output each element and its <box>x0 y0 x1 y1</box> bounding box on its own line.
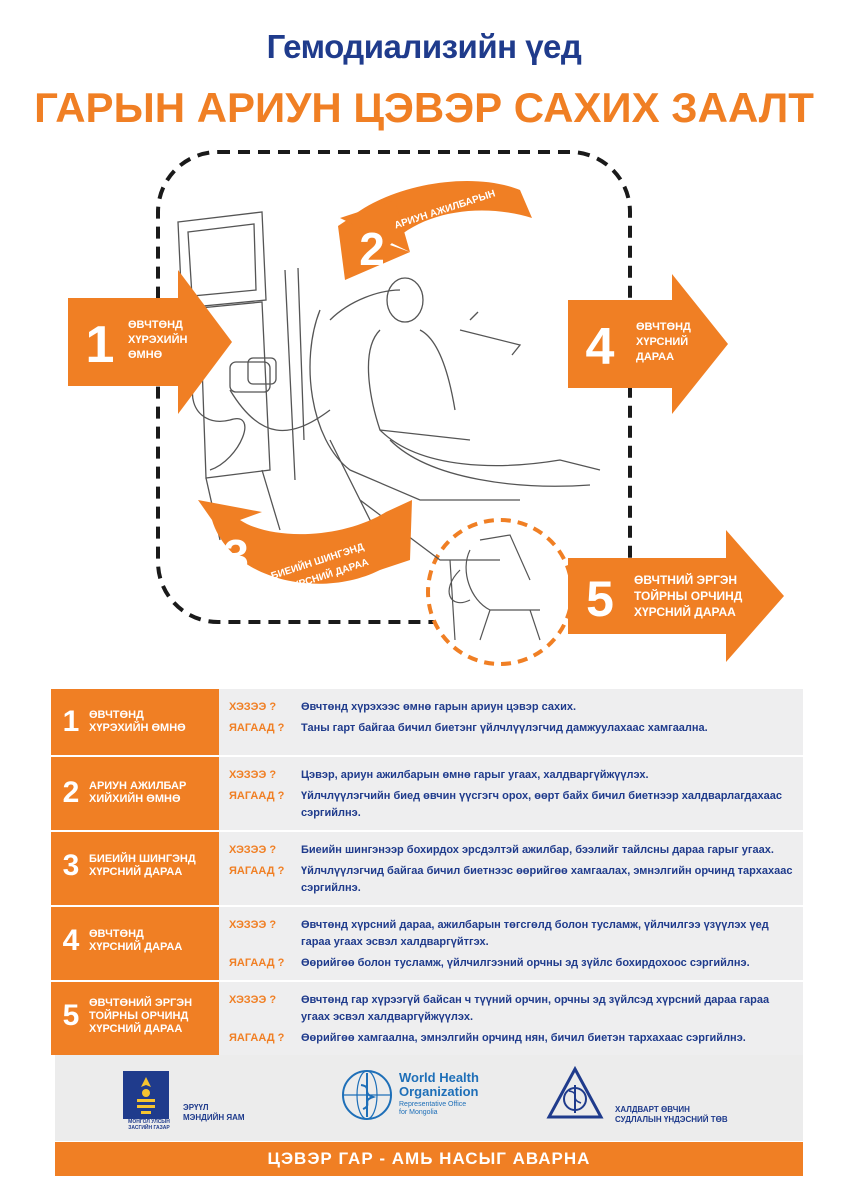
svg-text:ӨВЧТӨНД ХҮРЭХИЙН Ө: ӨВЧТӨНД ХҮРЭХИЙН ӨМНӨ <box>128 319 191 361</box>
arrow-4-line: ӨВЧТӨНД <box>636 321 691 333</box>
when-label: ХЭЗЭЭ ? <box>229 919 277 931</box>
why-text: Үйлчлүүлэгчийн биед өвчин үүсгэгч орох, … <box>301 790 782 819</box>
arrow-1-line: ӨМНӨ <box>128 349 163 361</box>
arrow-3-number: 3 <box>223 530 249 582</box>
poster-title: ГАРЫН АРИУН ЦЭВЭР САХИХ ЗААЛТ <box>34 84 814 131</box>
when-label: ХЭЗЭЭ ? <box>229 994 277 1006</box>
arrow-1-number: 1 <box>86 316 115 374</box>
arrow-1-line: ХҮРЭХИЙН <box>128 333 187 346</box>
why-label: ЯАГААД ? <box>229 722 285 734</box>
moment-arrow-3: 3 БИЕИЙН ШИНГЭНД ХҮРСНИЙ ДАРАА <box>198 500 412 594</box>
arrow-5-line: ХҮРСНИЙ ДАРАА <box>634 604 736 619</box>
hand-hygiene-illustration: 1 ӨВЧТӨНД ХҮРЭХИЙН ӨМНӨ 2 АРИУН АЖИЛБАРЫ… <box>68 150 784 666</box>
arrow-4-line: ДАРАА <box>636 351 674 363</box>
moment-number: 5 <box>62 999 80 1032</box>
moment-arrow-4: 4 ӨВЧТӨНД ХҮРСНИЙ ДАРАА <box>568 274 728 414</box>
moment-arrow-5: 5 ӨВЧТНИЙ ЭРГЭН ТОЙРНЫ ОРЧИНД ХҮРСНИЙ ДА… <box>568 530 784 662</box>
poster-subtitle: Гемодиализийн үед <box>266 28 582 65</box>
why-label: ЯАГААД ? <box>229 865 285 877</box>
ncid-triangle-emblem-icon <box>545 1065 605 1123</box>
why-text: Таны гарт байгаа бичил биетэнг үйлчлүүлэ… <box>301 722 708 734</box>
when-text: Цэвэр, ариун ажилбарын өмнө гарыг угаах,… <box>301 769 649 781</box>
empty-chair-sketch <box>448 534 541 641</box>
why-label: ЯАГААД ? <box>229 957 285 969</box>
svg-text:ӨВЧТӨНД ХҮРСНИЙ ДА: ӨВЧТӨНД ХҮРСНИЙ ДАРАА <box>636 321 694 363</box>
why-text: Өөрийгөө болон тусламж, үйлчилгээний орч… <box>301 957 750 969</box>
moment-description-cell: ХЭЗЭЭ ? Өвчтөнд гар хүрээгүй байсан ч түү… <box>219 981 803 1057</box>
when-text: Өвчтөнд хүрэхээс өмнө гарын ариун цэвэр … <box>301 701 577 713</box>
arrow-5-line: ӨВЧТНИЙ ЭРГЭН <box>634 572 737 587</box>
slogan-banner: ЦЭВЭР ГАР - АМЬ НАСЫГ АВАРНА <box>55 1142 803 1176</box>
moment-arrow-1: 1 ӨВЧТӨНД ХҮРЭХИЙН ӨМНӨ <box>68 270 232 414</box>
when-text: Өвчтөнд гар хүрээгүй байсан ч түүний орч… <box>301 994 770 1023</box>
patient-chair-sketch <box>309 277 601 561</box>
who-emblem-icon <box>341 1069 393 1121</box>
dialysis-machine-sketch <box>177 211 331 541</box>
why-label: ЯАГААД ? <box>229 1032 285 1044</box>
why-text: Үйлчлүүлэгчид байгаа бичил биетнээс өөри… <box>301 865 793 894</box>
moment-number: 1 <box>62 705 80 738</box>
moment-description-cell: ХЭЗЭЭ ? Өвчтөнд хүрэхээс өмнө гарын ариун… <box>219 689 803 757</box>
arrow-4-number: 4 <box>586 318 615 376</box>
moment-number: 2 <box>62 776 80 809</box>
moment-arrow-2: 2 АРИУН АЖИЛБАРЫН ӨМНӨ <box>338 180 532 280</box>
moment-number: 3 <box>62 849 80 882</box>
moment-description-cell: ХЭЗЭЭ ? Биеийн шингэнээр бохирдох эрсдэлт… <box>219 831 803 907</box>
mongolia-government-emblem-icon <box>123 1071 169 1119</box>
arrow-2-number: 2 <box>359 223 385 275</box>
svg-text:ӨВЧТНИЙ ЭРГЭН ТОЙРНЫ ОРЧ: ӨВЧТНИЙ ЭРГЭН ТОЙРНЫ ОРЧИНД ХҮРСНИЙ ДАРА… <box>634 572 746 619</box>
arrow-5-number: 5 <box>586 571 614 627</box>
why-label: ЯАГААД ? <box>229 790 285 802</box>
arrow-1-line: ӨВЧТӨНД <box>128 319 183 331</box>
arrow-4-line: ХҮРСНИЙ <box>636 335 688 348</box>
moment-description-cell: ХЭЗЭЭ ? Өвчтөнд хүрсний дараа, ажилбарын … <box>219 906 803 982</box>
when-label: ХЭЗЭЭ ? <box>229 769 277 781</box>
arrow-5-line: ТОЙРНЫ ОРЧИНД <box>634 588 743 603</box>
when-text: Биеийн шингэнээр бохирдох эрсдэлтэй ажил… <box>301 844 774 856</box>
moment-description-cell: ХЭЗЭЭ ? Цэвэр, ариун ажилбарын өмнө гарыг… <box>219 756 803 832</box>
why-text: Өөрийгөө хамгаална, эмнэлгийн орчинд нян… <box>301 1032 746 1044</box>
when-label: ХЭЗЭЭ ? <box>229 844 277 856</box>
when-label: ХЭЗЭЭ ? <box>229 701 277 713</box>
when-text: Өвчтөнд хүрсний дараа, ажилбарын төгсгөл… <box>301 919 769 948</box>
moment-number: 4 <box>62 924 80 957</box>
